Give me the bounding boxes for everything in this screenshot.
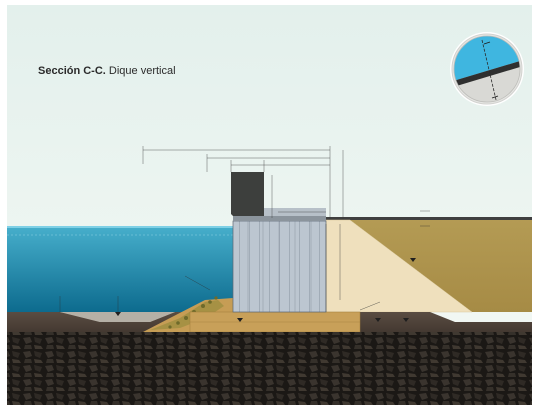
caisson: [233, 221, 326, 312]
dimension-lines: [142, 146, 381, 312]
water-surface: [7, 226, 233, 228]
section-locator-icon: [450, 32, 524, 106]
armour-layer: [150, 300, 224, 330]
selected-fill-wedge: [326, 220, 472, 312]
crown-wall: [231, 172, 264, 216]
rock-substrate: [7, 332, 532, 405]
cap-slab: [233, 216, 326, 221]
armour-stones: [168, 296, 218, 329]
title-bold: Sección C-C.: [38, 65, 106, 77]
caisson-cells: [247, 221, 312, 312]
title-rest: Dique vertical: [106, 65, 176, 77]
level-markers: [115, 258, 416, 322]
sea-water: [7, 227, 233, 312]
diagram-title: Sección C-C. Dique vertical: [38, 65, 176, 77]
pavement-layer: [326, 217, 532, 220]
